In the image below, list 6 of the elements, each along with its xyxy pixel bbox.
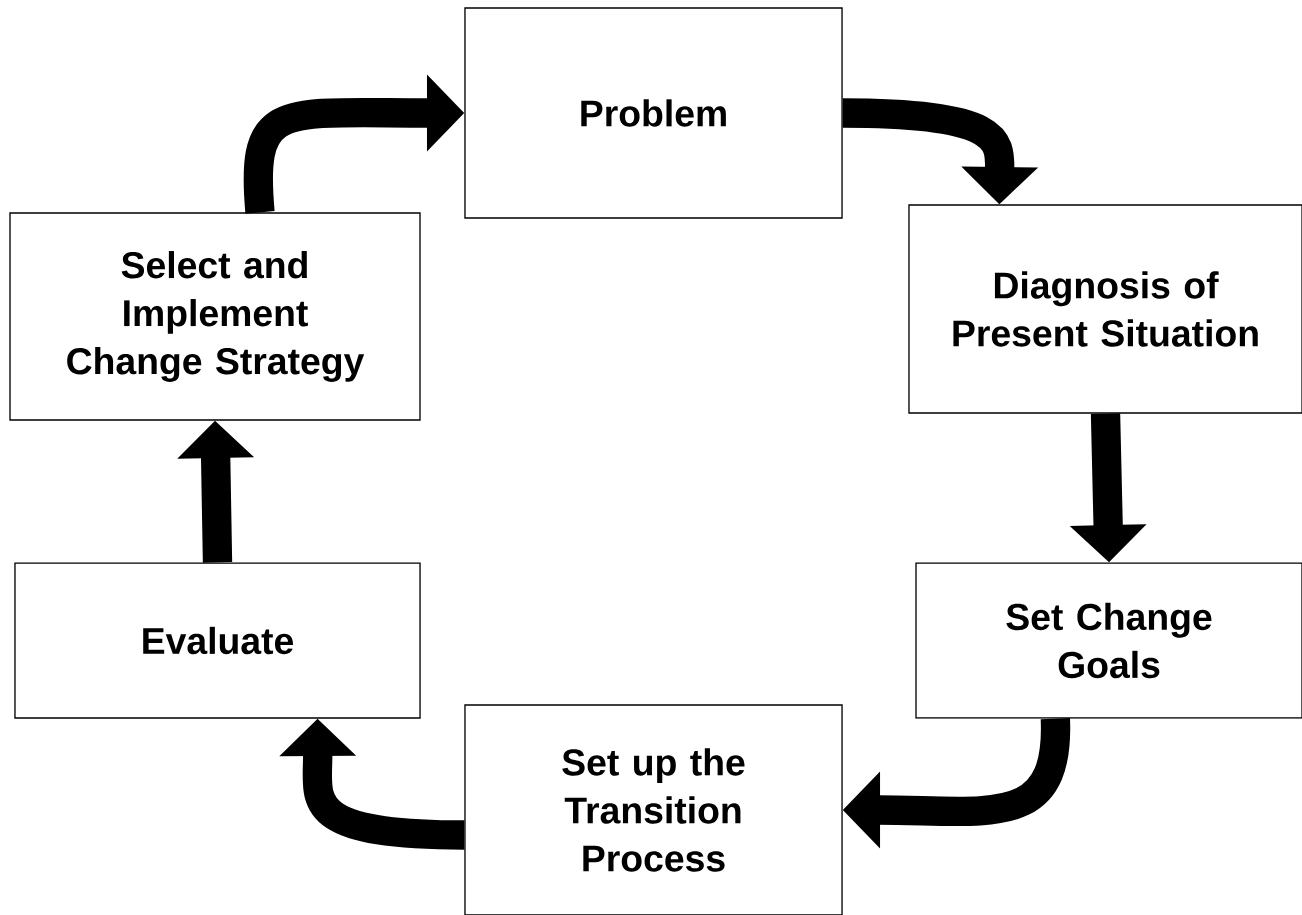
process-box: Evaluate (14, 562, 421, 719)
process-box: Problem (464, 7, 843, 219)
process-box: Select and Implement Change Strategy (9, 212, 421, 421)
process-box: Set Change Goals (915, 562, 1302, 719)
process-box: Set up the Transition Process (464, 704, 843, 915)
process-box: Diagnosis of Present Situation (908, 204, 1302, 414)
